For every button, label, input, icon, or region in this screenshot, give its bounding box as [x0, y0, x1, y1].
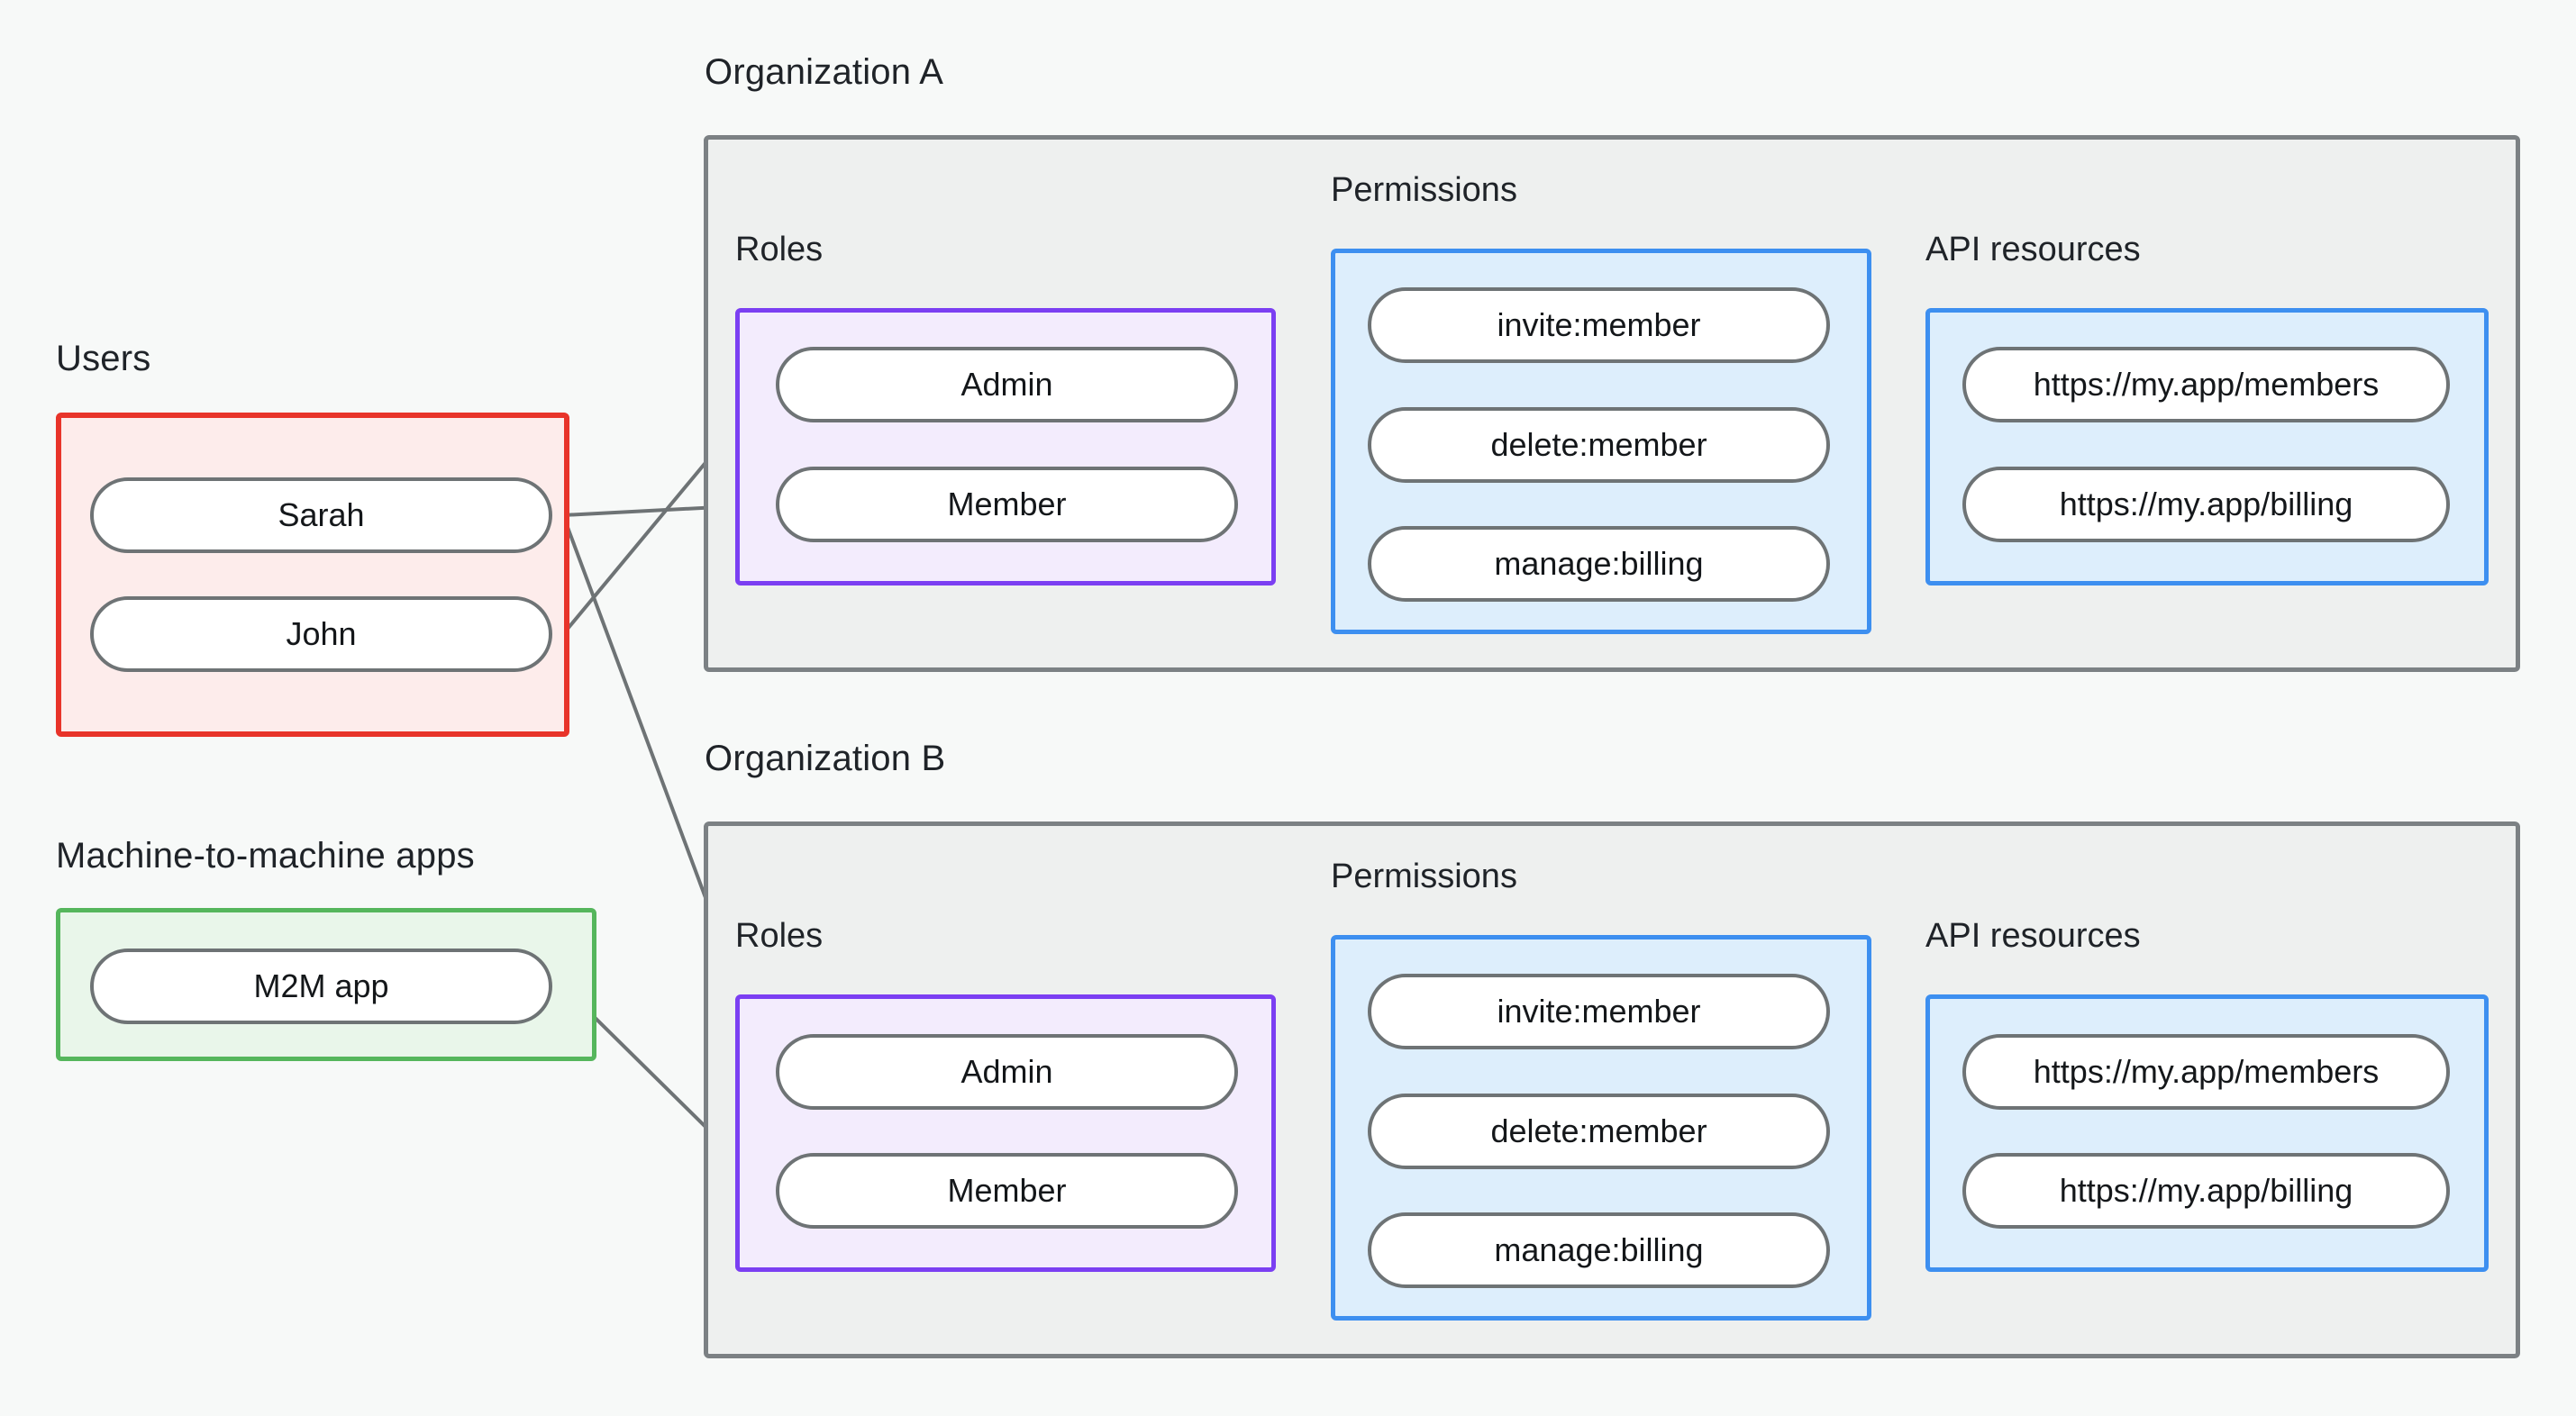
user-john[interactable]: John [90, 596, 552, 672]
orgA-api-resource-billing[interactable]: https://my.app/billing [1962, 467, 2450, 542]
orgA-permission-manage-billing[interactable]: manage:billing [1368, 526, 1830, 602]
organization-a-label: Organization A [705, 52, 944, 92]
orgB-api-resources-label: API resources [1925, 917, 2141, 955]
orgB-permissions-label: Permissions [1331, 858, 1517, 895]
orgA-permissions-label: Permissions [1331, 171, 1517, 209]
orgB-permission-delete-member[interactable]: delete:member [1368, 1094, 1830, 1169]
orgB-permission-invite-member[interactable]: invite:member [1368, 974, 1830, 1049]
organization-b-label: Organization B [705, 739, 946, 778]
m2m-app[interactable]: M2M app [90, 949, 552, 1024]
orgA-roles-label: Roles [735, 231, 824, 268]
orgB-role-admin[interactable]: Admin [776, 1034, 1238, 1110]
users-container [56, 413, 569, 737]
orgA-role-member[interactable]: Member [776, 467, 1238, 542]
orgB-permission-manage-billing[interactable]: manage:billing [1368, 1212, 1830, 1288]
users-label: Users [56, 339, 151, 378]
orgA-permission-invite-member[interactable]: invite:member [1368, 287, 1830, 363]
orgA-api-resources-label: API resources [1925, 231, 2141, 268]
orgB-role-member[interactable]: Member [776, 1153, 1238, 1229]
orgB-api-resource-billing[interactable]: https://my.app/billing [1962, 1153, 2450, 1229]
orgB-roles-label: Roles [735, 917, 824, 955]
orgB-api-resource-members[interactable]: https://my.app/members [1962, 1034, 2450, 1110]
user-sarah[interactable]: Sarah [90, 477, 552, 553]
orgA-permission-delete-member[interactable]: delete:member [1368, 407, 1830, 483]
m2m-label: Machine-to-machine apps [56, 836, 475, 876]
orgA-api-resource-members[interactable]: https://my.app/members [1962, 347, 2450, 422]
orgA-role-admin[interactable]: Admin [776, 347, 1238, 422]
